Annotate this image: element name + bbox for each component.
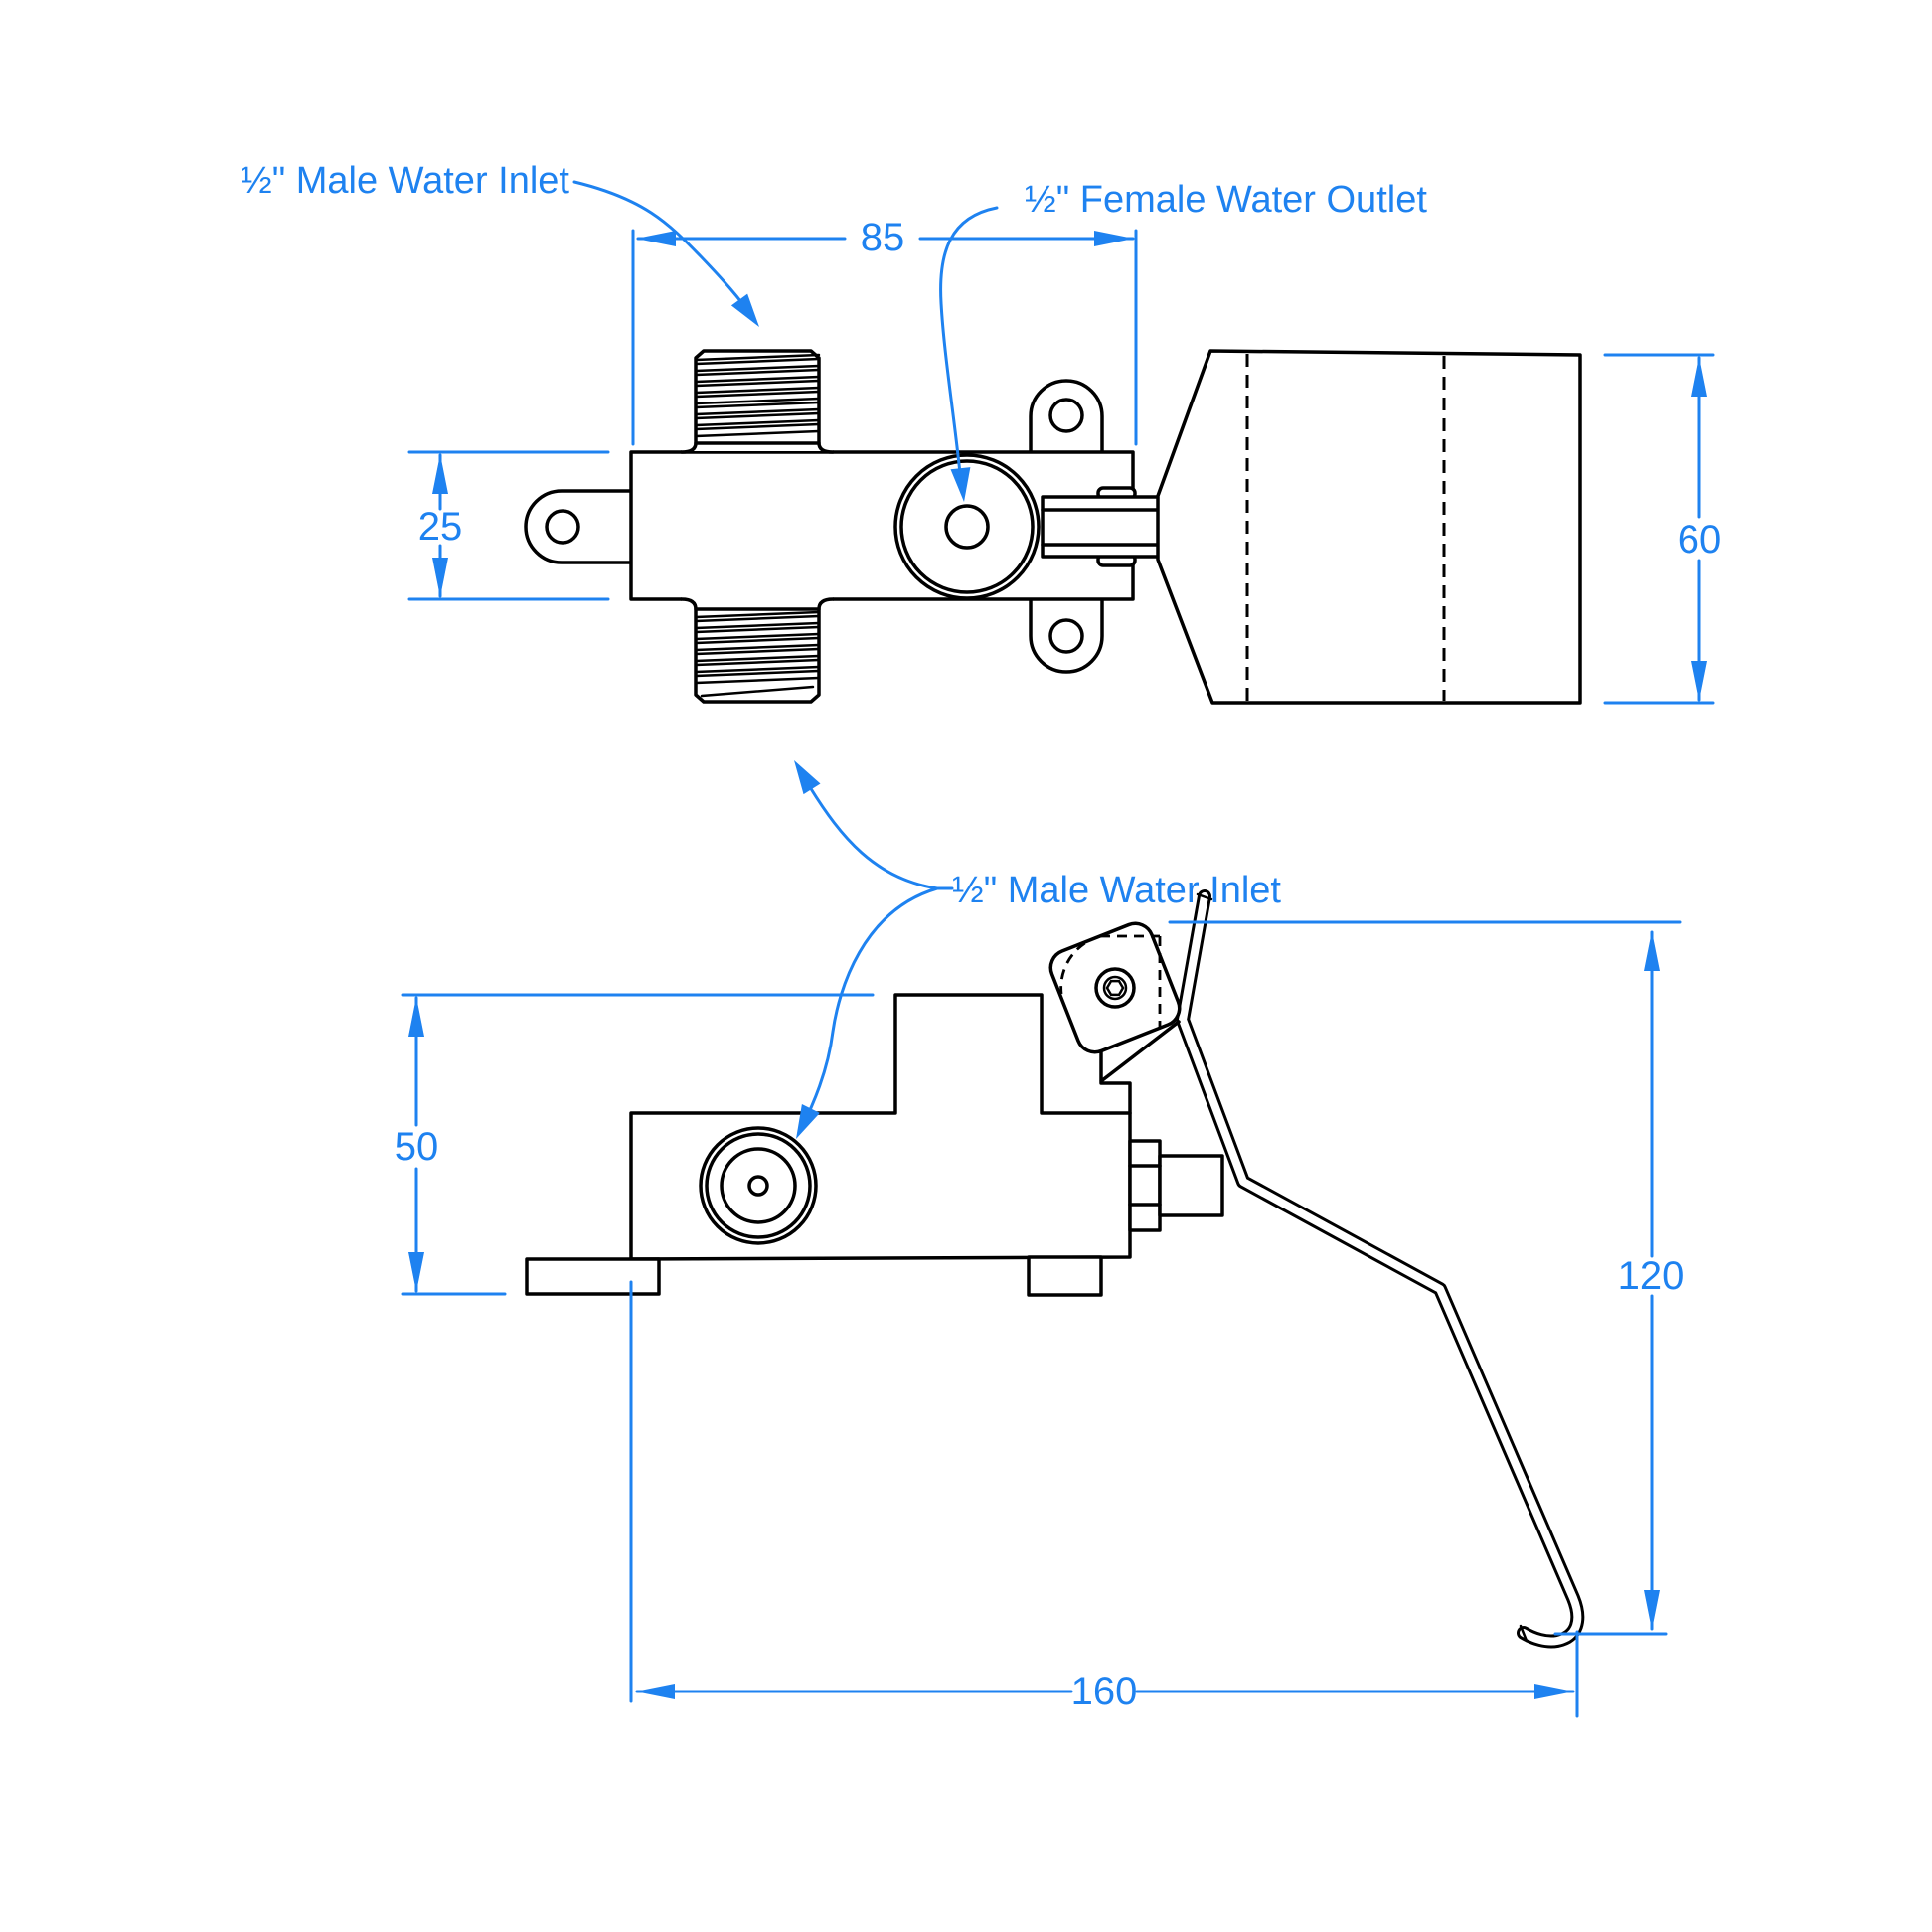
mounting-lug-bottom — [1029, 592, 1104, 674]
mounting-lug-top — [1029, 379, 1104, 459]
dim-value-25: 25 — [418, 505, 463, 549]
pedal-lever — [1176, 889, 1585, 1649]
pedal-pivot-pad — [1048, 921, 1182, 1054]
side-view: 50 120 160 ½" Male Water Inlet — [395, 760, 1685, 1718]
leader-arrow-icon — [950, 467, 971, 502]
dimension-25: 25 — [407, 450, 610, 601]
hex-socket-icon — [1105, 979, 1125, 997]
dimension-120: 120 — [1168, 920, 1685, 1636]
label-male-water-inlet-side: ½" Male Water Inlet — [952, 870, 1281, 911]
dim-value-50: 50 — [395, 1125, 439, 1169]
leader-male-inlet-side — [794, 760, 954, 1139]
leader-arrow-icon — [794, 760, 821, 795]
male-inlet-boss-side — [699, 1126, 818, 1245]
female-outlet-port — [893, 453, 1041, 600]
dimension-85: 85 — [631, 216, 1138, 446]
socket-screw-icon — [1094, 967, 1136, 1009]
dim-value-160: 160 — [1071, 1670, 1138, 1713]
pedal-support-bracket — [1099, 1020, 1181, 1115]
valve-body-side — [629, 993, 1132, 1261]
top-view: 85 25 60 ½" Male Water Inlet — [241, 160, 1722, 705]
valve-stem — [1128, 1139, 1224, 1232]
male-inlet-thread-bottom — [680, 596, 835, 704]
leader-arrow-icon — [796, 1104, 820, 1139]
mounting-foot-left — [525, 1257, 661, 1296]
label-female-water-outlet: ½" Female Water Outlet — [1025, 179, 1427, 221]
hinge-clevis-plan — [1041, 486, 1162, 567]
dim-value-120: 120 — [1618, 1254, 1685, 1298]
dim-value-85: 85 — [861, 216, 905, 259]
leader-male-inlet-top — [572, 180, 759, 327]
dim-value-60: 60 — [1678, 518, 1722, 562]
dimension-160: 160 — [629, 1280, 1579, 1718]
dimension-50: 50 — [395, 993, 875, 1296]
leader-female-outlet — [939, 206, 999, 502]
mounting-tab — [524, 489, 635, 564]
dimension-60: 60 — [1603, 353, 1722, 705]
stem-nut — [1158, 1154, 1224, 1217]
pad-hidden-lines — [1059, 934, 1162, 1027]
leader-arrow-icon — [730, 293, 759, 327]
mounting-foot-right — [1027, 1255, 1103, 1297]
foot-pedal-plan — [1156, 349, 1582, 705]
label-male-water-inlet-top: ½" Male Water Inlet — [241, 160, 569, 202]
male-inlet-thread-top — [680, 349, 835, 454]
